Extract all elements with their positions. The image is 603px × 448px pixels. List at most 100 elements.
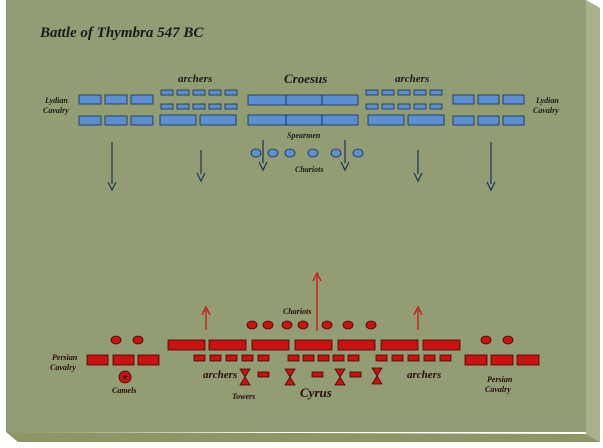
persian-cavalry-unit <box>516 354 540 366</box>
lydian-center-unit <box>285 94 323 106</box>
board-top <box>6 0 586 432</box>
lydian-archer-unit <box>397 89 411 96</box>
lydian-cavalry-unit <box>104 115 128 126</box>
persian-front-line <box>167 339 461 351</box>
persian-front-unit <box>380 339 419 351</box>
persian-cavalry-reserve <box>480 335 492 345</box>
lydian-chariots-label: Chariots <box>295 165 323 174</box>
lydian-cavalry-unit <box>452 94 475 105</box>
lydian-advance-arrows <box>107 140 496 192</box>
lydian-cavalry-right-label-2: Cavalry <box>533 106 559 115</box>
lydian-cavalry-unit <box>477 94 500 105</box>
lydian-arrow <box>107 142 117 192</box>
camel-marker <box>123 375 127 379</box>
board-side-right <box>586 0 600 442</box>
lydian-cavalry-unit <box>78 115 102 126</box>
lydian-chariot <box>267 148 279 158</box>
persian-center-infantry <box>257 354 362 378</box>
persian-cavalry-right-label-1: Persian <box>487 375 513 384</box>
lydian-chariot <box>330 148 342 158</box>
persian-arrow <box>312 271 322 331</box>
lydian-archer-unit <box>176 89 190 96</box>
lydian-infantry-unit <box>367 114 405 126</box>
persian-archer-unit <box>423 354 436 362</box>
lydian-archers-right-label: archers <box>395 73 429 85</box>
lydian-center-unit <box>285 114 323 126</box>
persian-chariot <box>297 320 309 330</box>
persian-cavalry-unit <box>490 354 514 366</box>
lydian-cavalry-unit <box>104 94 128 105</box>
lydian-arrow <box>340 140 350 172</box>
lydian-archer-unit <box>429 103 443 110</box>
persian-cavalry-right <box>464 335 540 366</box>
persian-cavalry-unit <box>86 354 109 366</box>
persian-archer-unit <box>225 354 238 362</box>
persian-arrow <box>201 305 211 330</box>
persian-chariots <box>246 320 377 330</box>
lydian-arrow <box>258 140 268 172</box>
persian-front-unit <box>294 339 333 351</box>
persian-cavalry-left-label-2: Cavalry <box>50 363 76 372</box>
tower-icon <box>334 368 346 386</box>
persian-archer-unit <box>257 371 270 378</box>
lydian-archer-unit <box>429 89 443 96</box>
diagram-title: Battle of Thymbra 547 BC <box>39 25 204 41</box>
lydian-army <box>78 89 525 158</box>
lydian-archer-unit <box>160 103 174 110</box>
persian-archer-unit <box>193 354 206 362</box>
persian-archer-unit <box>391 354 404 362</box>
lydian-center-unit <box>247 94 287 106</box>
persian-front-unit <box>422 339 461 351</box>
lydian-cavalry-right-label-1: Lydian <box>535 96 559 105</box>
lydian-arrow <box>486 142 496 192</box>
persian-chariot <box>321 320 333 330</box>
lydian-arrow <box>413 150 423 183</box>
tower-icon <box>284 368 296 386</box>
persian-archers-right <box>375 354 452 362</box>
persian-cavalry-unit <box>112 354 135 366</box>
lydian-cavalry-unit <box>477 115 500 126</box>
towers-label: Towers <box>232 392 255 401</box>
lydian-archer-unit <box>192 89 206 96</box>
persian-archer-unit <box>375 354 388 362</box>
lydian-archer-unit <box>413 89 427 96</box>
persian-towers <box>239 367 383 386</box>
lydian-infantry-unit <box>159 114 197 126</box>
persian-chariot <box>281 320 293 330</box>
persian-cavalry-unit <box>137 354 160 366</box>
lydian-archer-unit <box>397 103 411 110</box>
lydian-center-unit <box>321 114 359 126</box>
persian-archer-unit <box>317 354 330 362</box>
lydian-archer-unit <box>224 103 238 110</box>
lydian-cavalry-unit <box>502 115 525 126</box>
persian-front-unit <box>208 339 247 351</box>
persian-chariots-label: Chariots <box>283 307 311 316</box>
tower-icon <box>239 368 251 386</box>
persian-chariot <box>365 320 377 330</box>
persian-archer-unit <box>332 354 345 362</box>
persian-chariot <box>342 320 354 330</box>
lydian-cavalry-unit <box>130 94 154 105</box>
persian-archer-unit <box>302 354 315 362</box>
persian-archer-unit <box>287 354 300 362</box>
lydian-chariot <box>250 148 262 158</box>
lydian-cavalry-right <box>452 94 525 126</box>
persian-archer-unit <box>209 354 222 362</box>
persian-archer-unit <box>407 354 420 362</box>
persian-front-unit <box>167 339 206 351</box>
persian-camels <box>118 370 132 384</box>
persian-archer-unit <box>349 371 362 378</box>
lydian-chariot <box>284 148 296 158</box>
persian-cavalry-left <box>86 335 160 366</box>
persian-archer-unit <box>439 354 452 362</box>
board-side-bottom <box>6 432 600 442</box>
lydian-archer-unit <box>176 103 190 110</box>
persian-arrow <box>413 305 423 330</box>
lydian-cavalry-unit <box>78 94 102 105</box>
lydian-archer-unit <box>413 103 427 110</box>
lydian-archer-unit <box>224 89 238 96</box>
persian-chariot <box>246 320 258 330</box>
lydian-infantry-unit <box>199 114 237 126</box>
persian-front-unit <box>251 339 290 351</box>
lydian-cavalry-left-label-2: Cavalry <box>43 106 69 115</box>
